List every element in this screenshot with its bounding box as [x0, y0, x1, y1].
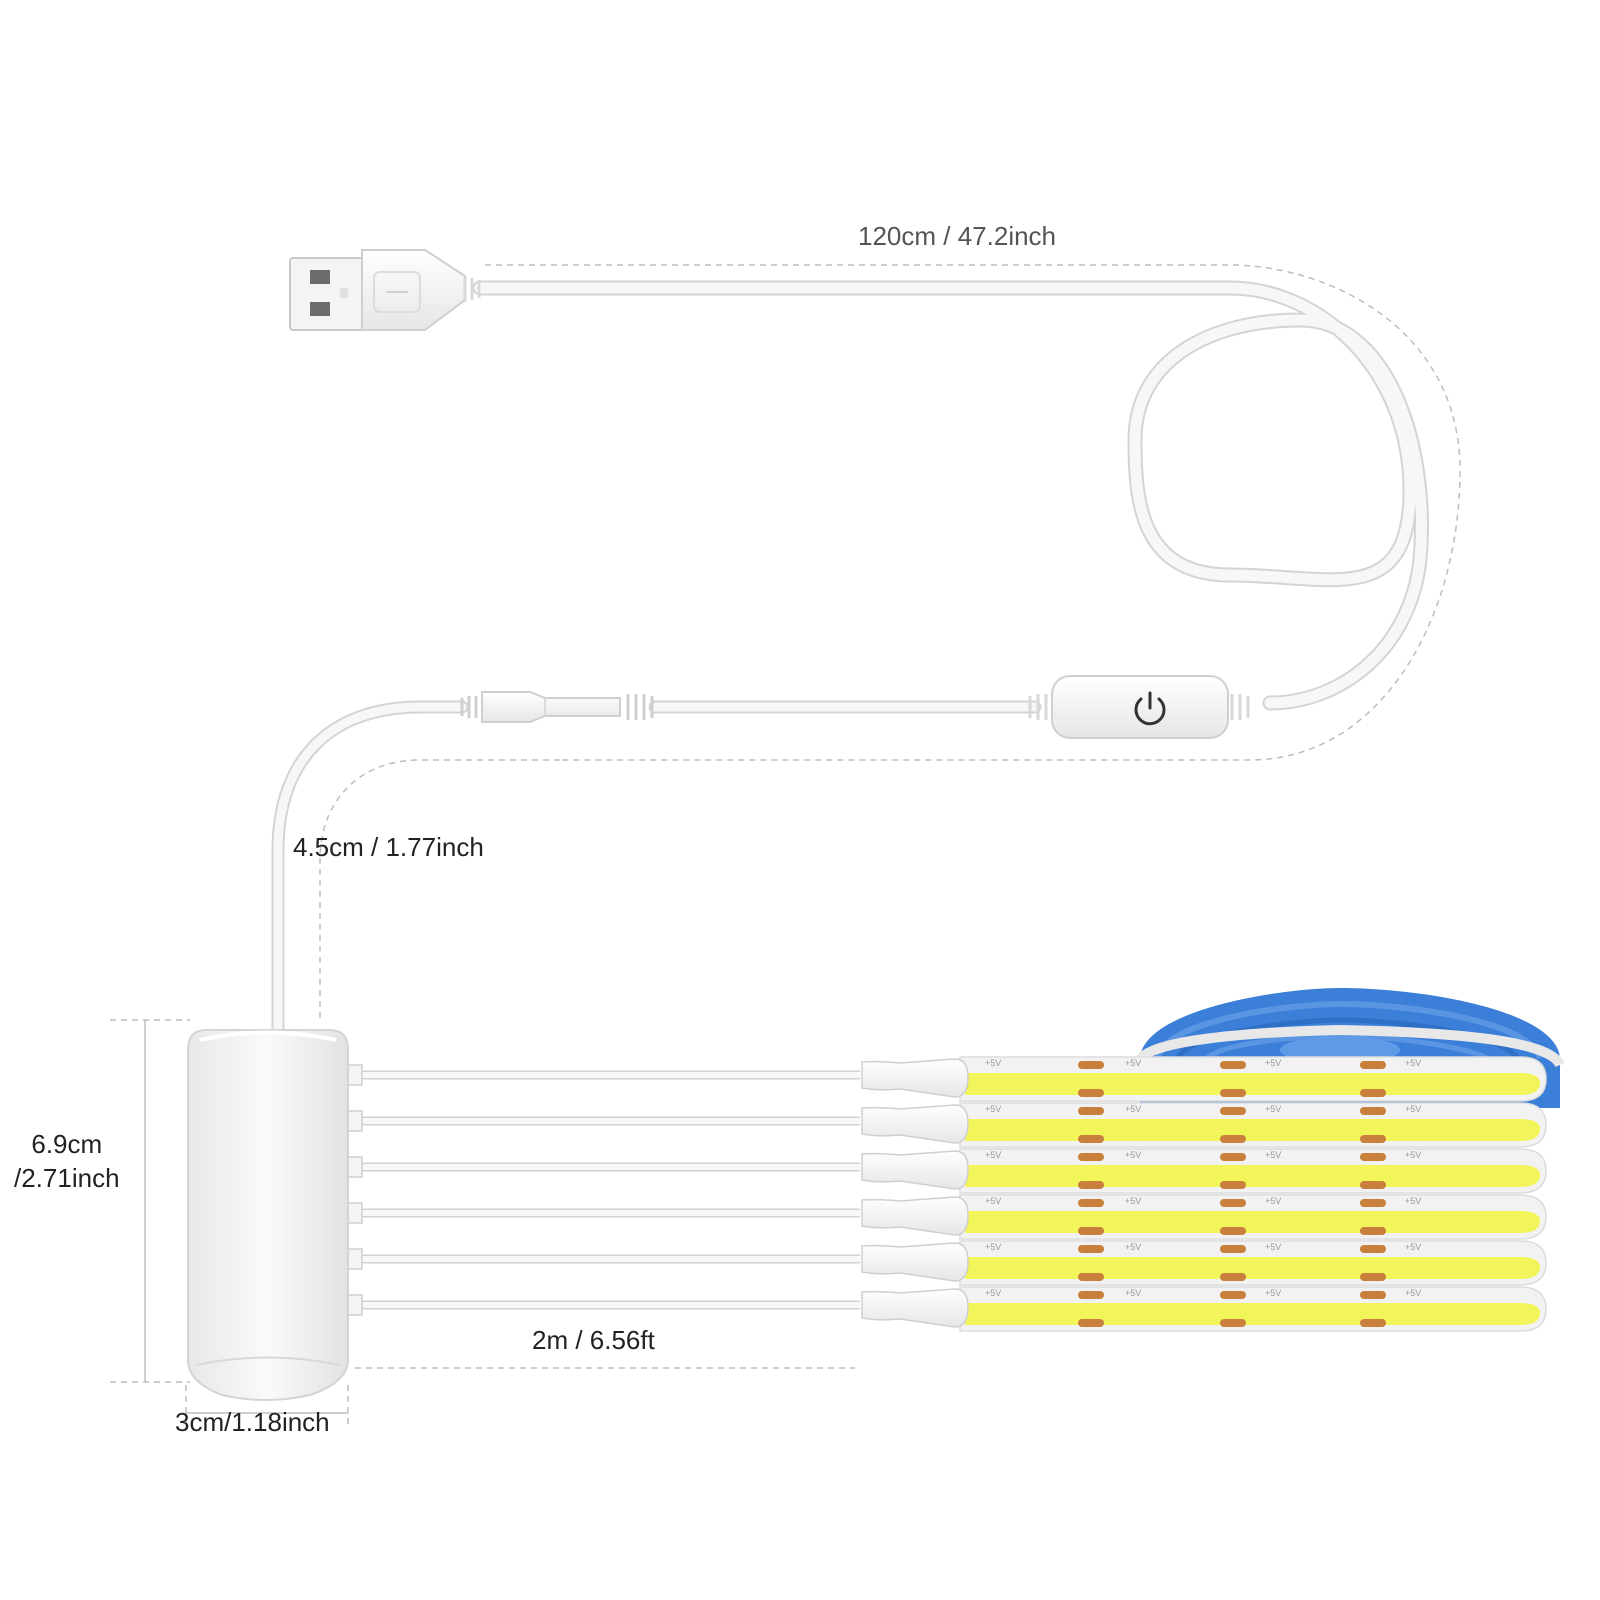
strip-voltage-label: +5V	[1125, 1288, 1141, 1298]
strip-led-band	[965, 1257, 1540, 1279]
strip-voltage-label: +5V	[1265, 1058, 1281, 1068]
copper-pad	[1360, 1273, 1386, 1281]
strip-voltage-label: +5V	[1125, 1058, 1141, 1068]
copper-pad	[1220, 1153, 1246, 1161]
copper-pad	[1220, 1245, 1246, 1253]
dimension-lines	[110, 264, 1461, 1425]
strip-5: +5V +5V +5V +5V	[345, 1240, 1547, 1286]
copper-pad	[1360, 1227, 1386, 1235]
power-icon	[1134, 691, 1166, 726]
copper-pad	[1078, 1061, 1104, 1069]
splitter-box-icon	[187, 1029, 349, 1401]
splitter-cable-dimension-line	[319, 759, 560, 1020]
strip-3: +5V +5V +5V +5V	[345, 1148, 1547, 1194]
strip-voltage-label: +5V	[1405, 1150, 1421, 1160]
splitter-cable-length-label: 4.5cm / 1.77inch	[293, 832, 484, 862]
copper-pad	[1220, 1199, 1246, 1207]
strip-voltage-label: +5V	[1125, 1104, 1141, 1114]
strip-voltage-label: +5V	[985, 1288, 1001, 1298]
copper-pad	[1360, 1089, 1386, 1097]
strip-led-band	[965, 1303, 1540, 1325]
strip-led-band	[965, 1211, 1540, 1233]
copper-pad	[1360, 1135, 1386, 1143]
copper-pad	[1220, 1107, 1246, 1115]
strip-end-cap	[861, 1242, 969, 1282]
copper-pad	[1078, 1181, 1104, 1189]
splitter-width-label: 3cm/1.18inch	[175, 1407, 330, 1437]
touch-switch-icon	[1028, 675, 1250, 739]
usb-plug-icon	[289, 249, 481, 331]
copper-pad	[1360, 1061, 1386, 1069]
copper-pad	[1220, 1227, 1246, 1235]
strip-voltage-label: +5V	[1265, 1196, 1281, 1206]
copper-pad	[1360, 1319, 1386, 1327]
strip-voltage-label: +5V	[1405, 1058, 1421, 1068]
strip-voltage-label: +5V	[1405, 1104, 1421, 1114]
strip-voltage-label: +5V	[1125, 1150, 1141, 1160]
led-strips: +5V+5V+5V+5V+5V+5V+5V+5V+5V+5V+5V+5V+5V+…	[345, 1056, 1547, 1332]
strip-end-cap	[861, 1196, 969, 1236]
copper-pad	[1078, 1273, 1104, 1281]
copper-pad	[1078, 1199, 1104, 1207]
strip-voltage-label: +5V	[985, 1150, 1001, 1160]
strip-led-band	[965, 1073, 1540, 1095]
strip-end-cap	[861, 1058, 969, 1098]
copper-pad	[1220, 1135, 1246, 1143]
copper-pad	[1360, 1245, 1386, 1253]
copper-pad	[1360, 1107, 1386, 1115]
strip-voltage-label: +5V	[1405, 1242, 1421, 1252]
strip-voltage-label: +5V	[1265, 1242, 1281, 1252]
strip-voltage-label: +5V	[985, 1058, 1001, 1068]
usb-cable	[271, 280, 1429, 1037]
strip-voltage-label: +5V	[1405, 1288, 1421, 1298]
strip-led-band	[965, 1165, 1540, 1187]
copper-pad	[1078, 1153, 1104, 1161]
strip-voltage-label: +5V	[1125, 1242, 1141, 1252]
copper-pad	[1078, 1107, 1104, 1115]
strip-voltage-label: +5V	[1265, 1150, 1281, 1160]
copper-pad	[1078, 1245, 1104, 1253]
copper-pad	[1078, 1227, 1104, 1235]
strip-voltage-label: +5V	[1125, 1196, 1141, 1206]
copper-pad	[1360, 1153, 1386, 1161]
copper-pad	[1220, 1061, 1246, 1069]
strip-voltage-label: +5V	[1265, 1104, 1281, 1114]
strip-4: +5V +5V +5V +5V	[345, 1194, 1547, 1240]
splitter-height-label: 6.9cm /2.71inch	[14, 1127, 120, 1195]
strip-voltage-label: +5V	[985, 1104, 1001, 1114]
splitter-height-inch: /2.71inch	[14, 1163, 120, 1193]
strip-end-cap	[861, 1288, 969, 1328]
strip-end-cap	[861, 1104, 969, 1144]
strip-voltage-label: +5V	[1405, 1196, 1421, 1206]
strip-voltage-label: +5V	[985, 1196, 1001, 1206]
copper-pad	[1078, 1291, 1104, 1299]
copper-pad	[1360, 1199, 1386, 1207]
strip-2: +5V +5V +5V +5V	[345, 1102, 1547, 1148]
copper-pad	[1220, 1291, 1246, 1299]
copper-pad	[1078, 1089, 1104, 1097]
copper-pad	[1360, 1291, 1386, 1299]
strip-voltage-label: +5V	[1265, 1288, 1281, 1298]
copper-pad	[1220, 1089, 1246, 1097]
copper-pad	[1078, 1319, 1104, 1327]
strip-6: +5V +5V +5V +5V	[345, 1286, 1547, 1332]
copper-pad	[1220, 1181, 1246, 1189]
usb-cable-dimension-line	[485, 264, 1461, 761]
strip-1: +5V +5V +5V +5V	[345, 1056, 1547, 1102]
copper-pad	[1360, 1181, 1386, 1189]
usb-cable-length-label: 120cm / 47.2inch	[858, 221, 1057, 251]
dc-connector-icon	[460, 691, 654, 723]
copper-pad	[1220, 1273, 1246, 1281]
strip-length-label: 2m / 6.56ft	[532, 1325, 655, 1355]
strip-voltage-label: +5V	[985, 1242, 1001, 1252]
copper-pad	[1220, 1319, 1246, 1327]
copper-pad	[1078, 1135, 1104, 1143]
strip-end-cap	[861, 1150, 969, 1190]
splitter-height-cm: 6.9cm	[31, 1129, 103, 1159]
strip-led-band	[965, 1119, 1540, 1141]
